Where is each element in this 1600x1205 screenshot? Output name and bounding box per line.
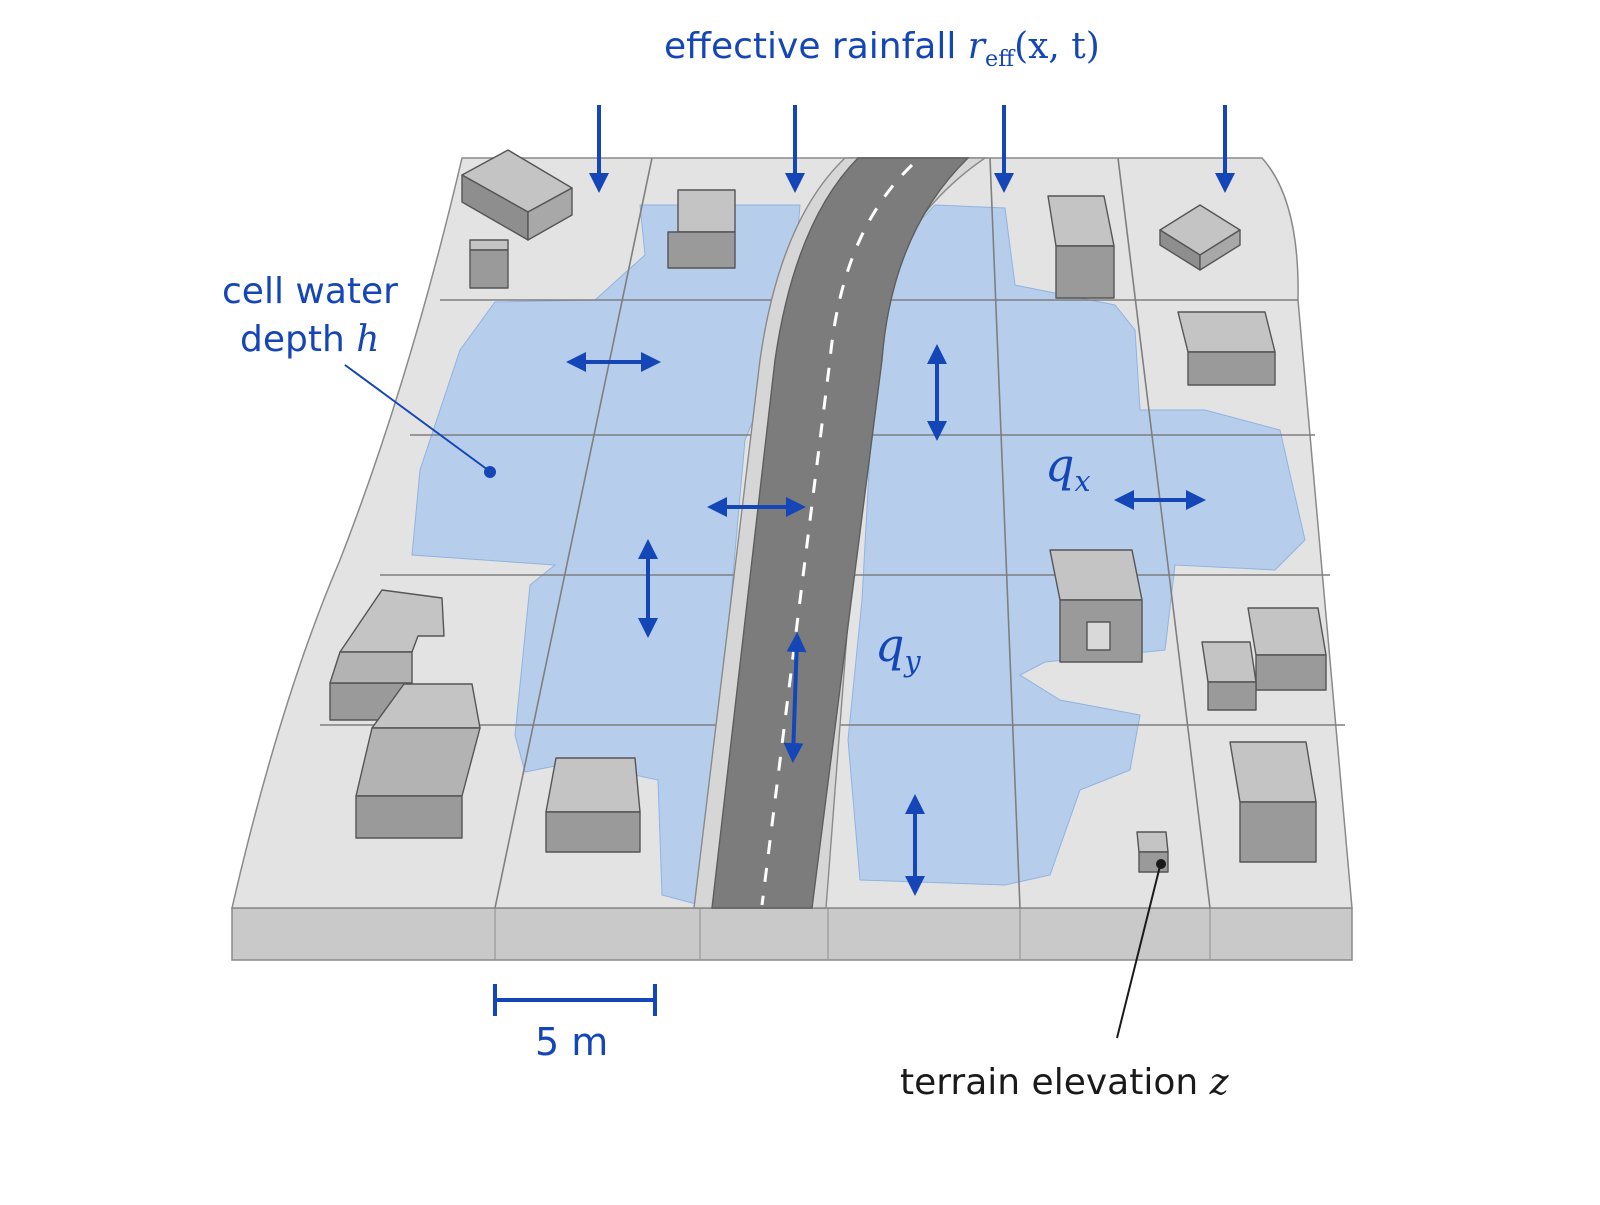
rainfall-args: (x, t)	[1014, 26, 1100, 67]
cell-depth-label: cell water depth h	[222, 268, 398, 364]
building-10	[329, 589, 445, 721]
rainfall-arrows	[589, 105, 1235, 193]
cell-depth-symbol: h	[356, 319, 380, 360]
building-12	[545, 757, 641, 853]
building-1	[461, 149, 573, 241]
rainfall-symbol: r	[967, 26, 985, 67]
qy-subscript: y	[904, 644, 921, 678]
building-6	[1177, 311, 1276, 386]
scale-label: 5 m	[535, 1020, 609, 1064]
water-area-left	[411, 204, 801, 906]
cell-depth-leader	[344, 364, 489, 471]
building-9	[1229, 741, 1317, 863]
building-8	[1201, 607, 1327, 711]
cell-depth-text: depth	[240, 319, 345, 360]
terrain-symbol: z	[1209, 1062, 1229, 1103]
slab-front-face	[231, 907, 1353, 961]
terrain-leader	[1116, 865, 1161, 1039]
buildings	[329, 149, 1327, 873]
building-11	[355, 683, 481, 839]
cell-depth-line2: depth h	[222, 316, 398, 364]
scale-bar	[493, 984, 657, 1016]
rainfall-label: effective rainfall reff(x, t)	[664, 26, 1100, 72]
rainfall-subscript: eff	[985, 45, 1015, 72]
qx-symbol: q	[1045, 438, 1075, 492]
qy-label: qy	[875, 618, 921, 678]
cell-depth-dot	[484, 466, 496, 478]
qx-subscript: x	[1074, 464, 1091, 498]
rainfall-label-text: effective rainfall	[664, 26, 957, 67]
cell-depth-line1: cell water	[222, 271, 398, 312]
qy-symbol: q	[875, 618, 905, 672]
leader-lines	[344, 364, 1166, 1039]
flux-arrows	[566, 344, 1206, 896]
water-area-right	[847, 204, 1306, 886]
qx-label: qx	[1045, 438, 1091, 498]
terrain-label: terrain elevation z	[900, 1062, 1229, 1103]
terrain-dot	[1156, 859, 1166, 869]
building-5	[1159, 204, 1241, 271]
building-7	[1049, 549, 1143, 663]
building-3	[667, 189, 736, 269]
terrain-text: terrain elevation	[900, 1062, 1199, 1103]
road-centerline	[760, 163, 914, 906]
building-2	[469, 239, 509, 289]
flux-arrow-6	[783, 632, 807, 763]
road	[711, 157, 970, 909]
building-4	[1047, 195, 1115, 299]
slab-front-joints	[494, 908, 1211, 960]
